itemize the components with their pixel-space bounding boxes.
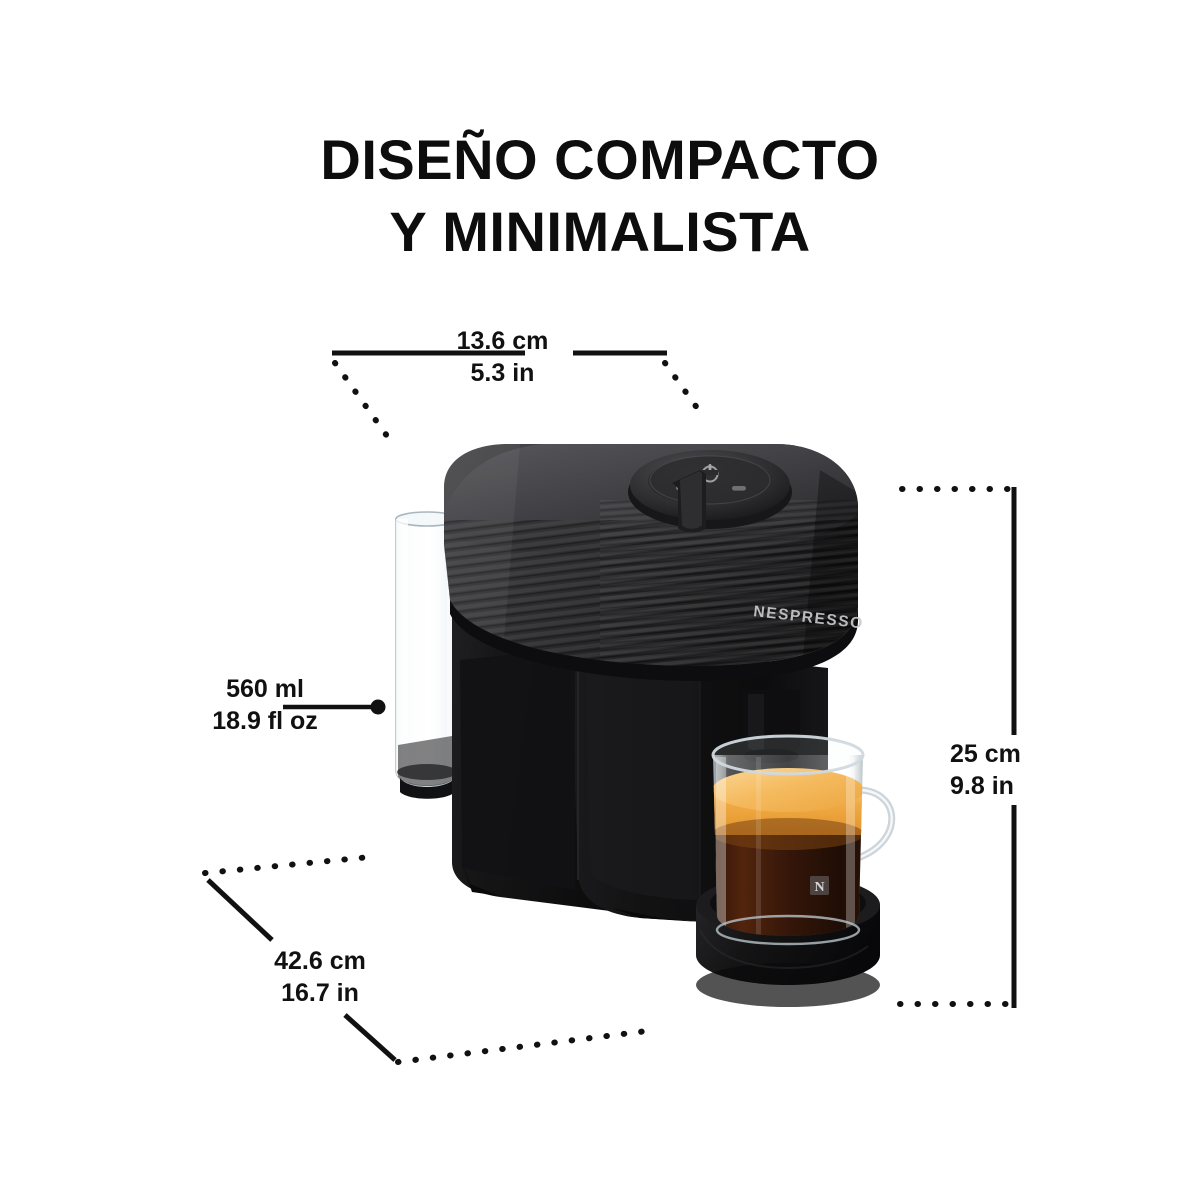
height-label: 25 cm 9.8 in (950, 738, 1100, 802)
width-label: 13.6 cm 5.3 in (0, 325, 1005, 389)
svg-text:N: N (814, 880, 824, 895)
depth-label: 42.6 cm 16.7 in (205, 945, 435, 1009)
machine-upper-shell: NESPRESSO (444, 444, 865, 681)
width-metric: 13.6 cm (456, 327, 549, 355)
height-metric: 25 cm (950, 740, 1021, 768)
volume-imperial: 18.9 fl oz (212, 707, 318, 735)
volume-metric: 560 ml (226, 675, 304, 703)
water-tank (395, 511, 459, 799)
width-imperial: 5.3 in (470, 359, 535, 387)
volume-label: 560 ml 18.9 fl oz (120, 673, 410, 737)
cup-nespresso-logo: N (810, 876, 829, 895)
coffee-mug: N (711, 734, 896, 946)
depth-metric: 42.6 cm (274, 947, 366, 975)
page-title: DISEÑO COMPACTO Y MINIMALISTA (0, 124, 1200, 268)
height-imperial: 9.8 in (950, 772, 1014, 800)
title-line-2: Y MINIMALISTA (389, 200, 811, 263)
capsule-lid (628, 450, 792, 533)
depth-imperial: 16.7 in (281, 979, 359, 1007)
cup-size-indicator-large (732, 486, 746, 491)
title-line-1: DISEÑO COMPACTO (320, 128, 880, 191)
